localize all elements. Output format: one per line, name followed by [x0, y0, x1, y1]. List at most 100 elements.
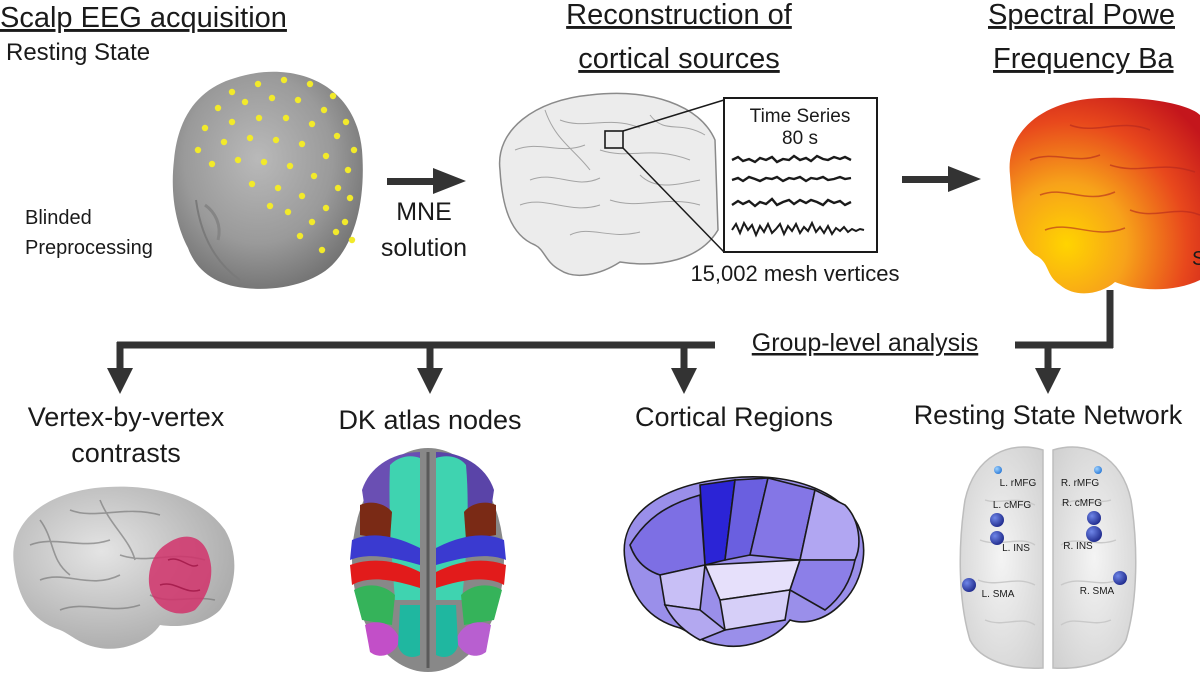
electrode-dot	[322, 204, 330, 212]
stage4-title-line1: Spectral Powe	[988, 0, 1175, 31]
time-series-trace-4	[731, 220, 865, 238]
network-node	[1113, 571, 1127, 585]
network-node	[990, 513, 1004, 527]
stage4-cutoff-char: S	[1192, 248, 1200, 270]
electrode-dot	[308, 218, 316, 226]
network-node	[1087, 511, 1101, 525]
network-node	[990, 531, 1004, 545]
electrode-dot	[255, 114, 263, 122]
electrode-dot	[241, 98, 249, 106]
electrode-dot	[350, 146, 358, 154]
electrode-dot	[194, 146, 202, 154]
vertex-label-line2: contrasts	[71, 438, 181, 468]
network-node-label: L. INS	[1002, 543, 1030, 554]
networks-label: Resting State Network	[914, 400, 1183, 430]
group-connector	[107, 290, 1114, 394]
network-node	[962, 578, 976, 592]
electrode-dot	[284, 208, 292, 216]
electrode-dot	[280, 76, 288, 84]
electrode-dot	[201, 124, 209, 132]
vertex-label-line1: Vertex-by-vertex	[28, 402, 225, 432]
electrode-dot	[318, 246, 326, 254]
network-node-label: R. SMA	[1080, 586, 1115, 597]
electrode-dot	[246, 134, 254, 142]
electrode-dot	[208, 160, 216, 168]
inset-title: Time Series	[750, 106, 851, 127]
electrode-dots	[194, 76, 358, 254]
electrode-dot	[282, 114, 290, 122]
electrode-dot	[329, 92, 337, 100]
electrode-dot	[348, 236, 356, 244]
stage1-note-line1: Blinded	[25, 207, 92, 229]
inset-duration: 80 s	[782, 128, 818, 149]
stage3-title-line2: cortical sources	[578, 43, 779, 75]
electrode-dot	[332, 228, 340, 236]
electrode-dot	[272, 136, 280, 144]
time-series-trace-2	[731, 175, 852, 183]
mesh-brain-illustration	[498, 92, 725, 277]
time-series-trace-1	[731, 154, 852, 164]
electrode-dot	[260, 158, 268, 166]
network-node-label: R. cMFG	[1062, 498, 1102, 509]
electrode-dot	[268, 94, 276, 102]
electrode-dot	[220, 138, 228, 146]
time-series-inset: Time Series 80 s	[723, 97, 878, 253]
eeg-head-illustration	[172, 71, 363, 289]
mesh-caption: 15,002 mesh vertices	[690, 261, 899, 286]
network-node	[1094, 466, 1102, 474]
electrode-dot	[334, 184, 342, 192]
electrode-dot	[310, 172, 318, 180]
arrow-label-line2: solution	[381, 234, 467, 262]
network-node-label: L. SMA	[982, 589, 1015, 600]
electrode-dot	[322, 152, 330, 160]
electrode-dot	[298, 140, 306, 148]
electrode-dot	[306, 80, 314, 88]
electrode-dot	[228, 118, 236, 126]
arrow-label-line1: MNE	[396, 198, 452, 226]
arrow-to-reconstruction	[387, 168, 466, 194]
arrow-to-spectral	[902, 166, 981, 192]
dk-atlas-brain	[350, 448, 506, 672]
regions-label: Cortical Regions	[635, 402, 833, 432]
electrode-dot	[341, 218, 349, 226]
electrode-dot	[320, 106, 328, 114]
electrode-dot	[234, 156, 242, 164]
electrode-dot	[254, 80, 262, 88]
electrode-dot	[266, 202, 274, 210]
electrode-dot	[296, 232, 304, 240]
electrode-dot	[286, 162, 294, 170]
electrode-dot	[342, 118, 350, 126]
electrode-dot	[214, 104, 222, 112]
group-label: Group-level analysis	[752, 329, 979, 357]
vertex-highlight-region	[148, 536, 212, 614]
electrode-dot	[298, 192, 306, 200]
cortical-regions-brain	[623, 476, 865, 648]
stage1-title: Scalp EEG acquisition	[0, 2, 287, 34]
stage1-subtitle: Resting State	[6, 39, 150, 66]
electrode-dot	[294, 96, 302, 104]
electrode-dot	[344, 166, 352, 174]
electrode-dot	[308, 120, 316, 128]
electrode-dot	[274, 184, 282, 192]
dk-label: DK atlas nodes	[338, 405, 521, 435]
network-node-label: R. INS	[1063, 541, 1093, 552]
network-node	[994, 466, 1002, 474]
network-node-label: L. cMFG	[993, 500, 1032, 511]
network-node-label: L. rMFG	[1000, 478, 1037, 489]
electrode-dot	[248, 180, 256, 188]
stage1-note-line2: Preprocessing	[25, 237, 153, 259]
electrode-dot	[346, 194, 354, 202]
network-nodes: L. rMFG R. rMFG L. cMFG R. cMFG L. INS R. INS…	[962, 466, 1127, 600]
vertex-contrast-brain	[13, 486, 235, 649]
network-node	[1086, 526, 1102, 542]
stage4-title-line2: Frequency Ba	[993, 43, 1174, 75]
time-series-trace-3	[731, 197, 852, 208]
electrode-dot	[228, 88, 236, 96]
network-node-label: R. rMFG	[1061, 478, 1100, 489]
spectral-power-brain	[1009, 97, 1200, 294]
resting-network-brain: L. rMFG R. rMFG L. cMFG R. cMFG L. INS R. INS…	[959, 446, 1137, 669]
stage3-title-line1: Reconstruction of	[566, 0, 793, 31]
electrode-dot	[333, 132, 341, 140]
